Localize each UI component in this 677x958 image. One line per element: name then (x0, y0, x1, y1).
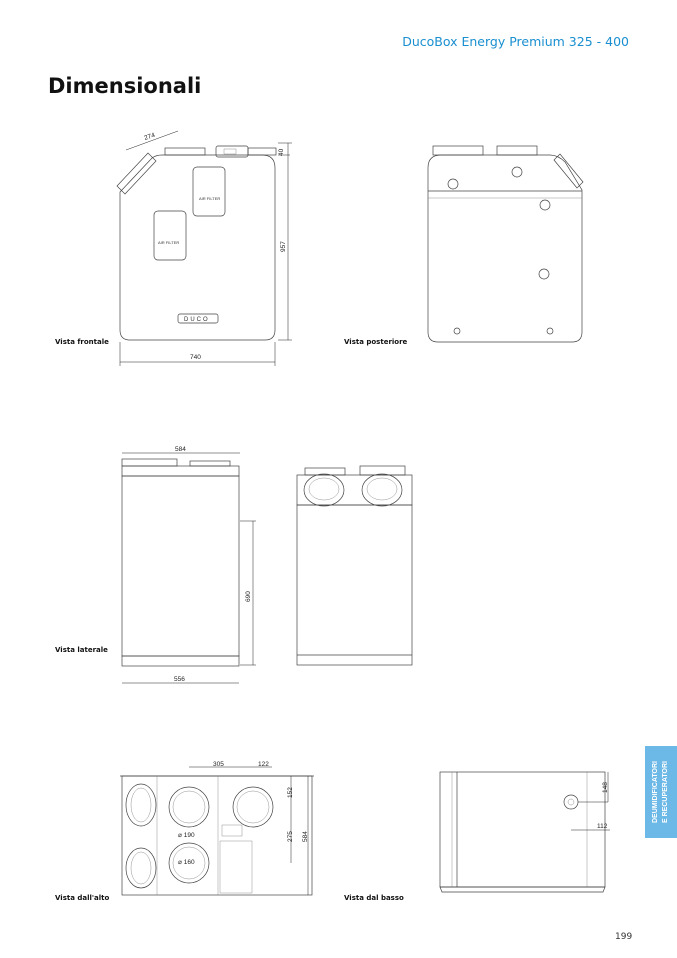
label-side-view: Vista laterale (55, 646, 108, 654)
dim-top-c: 152 (287, 787, 294, 798)
label-top-view: Vista dall'alto (55, 894, 110, 902)
top-view-drawing: ⌀ 190 ⌀ 160 305 122 152 275 584 (120, 761, 314, 896)
dim-top-d: 275 (287, 831, 294, 842)
side-view-drawing: 584 556 690 (121, 446, 256, 684)
bottom-view-drawing: 148 112 (439, 771, 610, 893)
dim-side-top-width: 584 (175, 446, 186, 453)
dim-front-height: 957 (280, 241, 287, 252)
page-number: 199 (615, 932, 633, 942)
dim-top-dia2: ⌀ 160 (178, 859, 195, 866)
label-front-view: Vista frontale (55, 338, 109, 346)
section-tab[interactable]: DEUMIDIFICATORI E RECUPERATORI (645, 746, 677, 838)
dim-bottom-b: 112 (597, 823, 608, 830)
product-header: DucoBox Energy Premium 325 - 400 (402, 34, 629, 49)
dim-top-e: 584 (302, 831, 309, 842)
duco-logo: DUCO (184, 317, 210, 323)
dim-front-width: 740 (190, 354, 201, 361)
label-rear-view: Vista posteriore (344, 338, 408, 346)
dim-side-bottom-width: 556 (174, 676, 185, 683)
dim-top-a: 305 (213, 761, 224, 768)
label-bottom-view: Vista dal basso (344, 894, 404, 902)
filter-label-1: AIR FILTER (199, 196, 220, 201)
dim-side-height: 690 (245, 591, 252, 602)
dim-bottom-a: 148 (602, 782, 609, 793)
dim-top-dia1: ⌀ 190 (178, 832, 195, 839)
dim-front-top: 40 (278, 148, 285, 156)
dim-front-duct: 274 (143, 132, 156, 142)
rear-view-drawing (427, 145, 584, 343)
dim-top-b: 122 (258, 761, 269, 768)
filter-label-2: AIR FILTER (158, 240, 179, 245)
page-title: Dimensionali (48, 74, 202, 98)
connections-view-drawing (296, 465, 413, 666)
front-view-drawing: AIR FILTER AIR FILTER DUCO 740 957 40 27… (116, 130, 292, 366)
